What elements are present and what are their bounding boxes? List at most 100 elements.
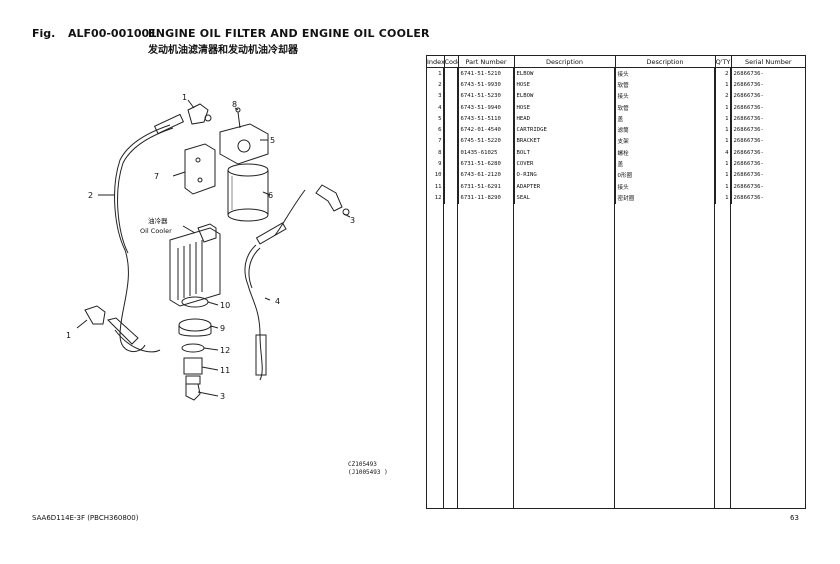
row-index: 4 <box>427 101 445 114</box>
row-description-en: SEAL <box>514 192 616 204</box>
row-description-cn: 支架 <box>615 135 716 148</box>
row-serial-number: 26866736- <box>733 149 764 156</box>
callout-8: 8 <box>232 100 237 109</box>
row-serial-number: 26866736- <box>733 172 764 179</box>
parts-table: Index Code Part Number Description Descr… <box>426 55 806 509</box>
row-qty: 1 <box>715 135 732 148</box>
row-index: 12 <box>427 192 445 204</box>
row-qty: 1 <box>715 124 732 136</box>
figure-number-2: (J1005493 ) <box>348 469 388 476</box>
row-description-cn: 接头 <box>615 90 716 102</box>
row-index: 8 <box>427 147 445 159</box>
row-qty: 4 <box>715 147 732 159</box>
callout-4: 4 <box>275 297 280 306</box>
row-description-cn: 软管 <box>615 101 716 114</box>
row-serial-number: 26866736- <box>733 161 764 168</box>
row-part-number: 6731-51-6280 <box>458 158 515 170</box>
callout-1-top: 1 <box>182 93 187 102</box>
table-header-row: Index Code Part Number Description Descr… <box>427 56 805 68</box>
row-code <box>444 147 459 159</box>
row-code <box>444 90 459 102</box>
row-code <box>444 79 459 91</box>
row-serial-number: 26866736- <box>733 127 764 134</box>
row-serial-number: 26866736- <box>733 138 764 145</box>
row-description-cn: 盖 <box>615 113 716 125</box>
row-index: 11 <box>427 180 445 193</box>
row-description-en: BRACKET <box>514 135 616 148</box>
row-qty: 1 <box>715 158 732 170</box>
col-header-qty: Q'TY <box>715 56 732 68</box>
row-part-number: 01435-61025 <box>458 147 515 159</box>
row-description-cn: 软管 <box>615 79 716 91</box>
row-index: 10 <box>427 169 445 181</box>
callout-2: 2 <box>88 191 93 200</box>
oil-cooler-label-en: Oil Cooler <box>140 227 172 235</box>
row-part-number: 6731-51-6291 <box>458 180 515 193</box>
row-part-number: 6743-61-2120 <box>458 169 515 181</box>
col-header-description-cn: Description <box>615 56 716 68</box>
row-description-en: BOLT <box>514 147 616 159</box>
row-code <box>444 135 459 148</box>
row-qty: 2 <box>715 67 732 80</box>
row-description-en: ELBOW <box>514 90 616 102</box>
row-code <box>444 158 459 170</box>
col-header-serial-number: Serial Number <box>731 56 805 68</box>
row-description-en: O-RING <box>514 169 616 181</box>
row-qty: 1 <box>715 79 732 91</box>
row-code <box>444 192 459 204</box>
row-description-en: ELBOW <box>514 67 616 80</box>
row-code <box>444 67 459 80</box>
col-header-index: Index <box>427 56 445 68</box>
figure-number-1: CZ105493 <box>348 461 377 468</box>
row-description-cn: 盖 <box>615 158 716 170</box>
row-description-cn: 接头 <box>615 180 716 193</box>
row-qty: 1 <box>715 101 732 114</box>
row-index: 7 <box>427 135 445 148</box>
figure-number: CZ105493 (J1005493 ) <box>348 461 388 477</box>
fig-label: Fig. <box>32 27 56 40</box>
row-part-number: 6743-51-9930 <box>458 79 515 91</box>
callout-3-top: 3 <box>350 216 355 225</box>
row-index: 3 <box>427 90 445 102</box>
col-header-description-en: Description <box>514 56 616 68</box>
col-header-code: Code <box>444 56 459 68</box>
row-code <box>444 101 459 114</box>
row-qty: 1 <box>715 113 732 125</box>
row-serial-number: 26866736- <box>733 70 764 77</box>
row-code <box>444 113 459 125</box>
callout-6: 6 <box>268 191 273 200</box>
row-serial-number: 26866736- <box>733 93 764 100</box>
page-title-cn: 发动机油滤清器和发动机油冷却器 <box>148 45 298 56</box>
row-description-cn: O形圈 <box>615 169 716 181</box>
row-qty: 2 <box>715 90 732 102</box>
row-description-en: HOSE <box>514 79 616 91</box>
row-description-cn: 滤筒 <box>615 124 716 136</box>
callout-11: 11 <box>220 366 230 375</box>
row-qty: 1 <box>715 192 732 204</box>
row-qty: 1 <box>715 169 732 181</box>
row-index: 5 <box>427 113 445 125</box>
fig-code: ALF00-001001 <box>68 27 157 40</box>
col-header-part-number: Part Number <box>458 56 515 68</box>
callout-1-bottom: 1 <box>66 331 71 340</box>
callout-12: 12 <box>220 346 230 355</box>
oil-cooler-label-cn: 油冷器 <box>148 216 168 225</box>
row-description-en: HEAD <box>514 113 616 125</box>
row-part-number: 6742-01-4540 <box>458 124 515 136</box>
parts-table-grid: Index Code Part Number Description Descr… <box>427 56 805 204</box>
row-code <box>444 180 459 193</box>
callout-7: 7 <box>154 172 159 181</box>
callout-5: 5 <box>270 136 275 145</box>
row-serial-number: 26866736- <box>733 183 764 190</box>
row-code <box>444 169 459 181</box>
page-title: ENGINE OIL FILTER AND ENGINE OIL COOLER <box>148 27 430 40</box>
